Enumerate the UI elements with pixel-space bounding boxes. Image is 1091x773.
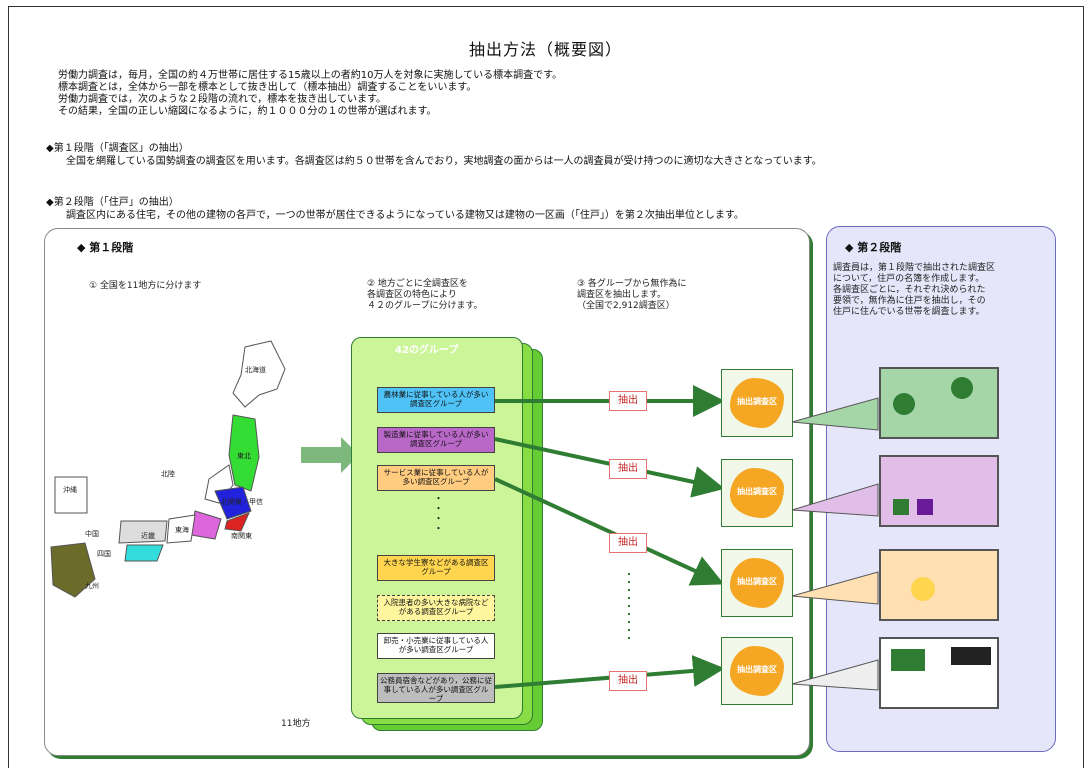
apartment-icon [891,649,925,671]
sampled-area: 抽出調査区 [721,549,793,617]
label-line: ③ 各グループから無作為に [577,279,687,289]
step2-text: 調査区内にある住宅，その他の建物の各戸で，一つの世帯が居住できるようになっている… [66,210,744,221]
flow-arrows [494,385,725,689]
text-line: 各調査区ごとに，それぞれ決められた [833,285,986,295]
sampled-area: 抽出調査区 [721,637,793,705]
sampled-area: 抽出調査区 [721,459,793,527]
intro-line: その結果，全国の正しい縮図になるように，約１０００分の１の世帯が選ばれます。 [58,106,437,117]
stage2-text: 調査員は，第１段階で抽出された調査区 について，住戸の名簿を作成します。 各調査… [833,263,1053,318]
extract-tag: 抽出 [609,459,647,479]
intro-line: 労働力調査は，毎月，全国の約４万世帯に居住する15歳以上の者約10万人を対象に実… [58,70,563,81]
extract-tag: 抽出 [609,391,647,411]
house-icon [917,499,933,515]
group-ellipsis: ・・・・ [431,493,442,533]
region-label: 東海 [175,526,189,534]
household-illustration [879,455,999,527]
region-okinawa [54,476,88,514]
step-label-groups: ② 地方ごとに全調査区を 各調査区の特色により ４２のグループに分けます。 [367,279,483,312]
step1-heading: ◆第１段階（「調査区」の抽出） [46,143,189,154]
sampled-area: 抽出調査区 [721,369,793,437]
region-label: 四国 [97,550,111,558]
region-label: 北陸 [161,470,175,478]
group-box: サービス業に従事している人が多い調査区グループ [377,465,495,491]
label-line: 調査区を抽出します。 [577,290,667,300]
group-box: 農林業に従事している人が多い調査区グループ [377,387,495,413]
text-line: について，住戸の名簿を作成します。 [833,274,985,284]
tree-icon [893,393,915,415]
region-label: 北関東・甲信 [221,498,263,506]
intro-text: 労働力調査は，毎月，全国の約４万世帯に居住する15歳以上の者約10万人を対象に実… [58,70,562,118]
step1-description: ◆第１段階（「調査区」の抽出） 全国を網羅している国勢調査の調査区を用います。各… [46,142,1036,168]
region-kyushu [50,542,96,598]
japan-map [50,340,286,598]
area-label: 抽出調査区 [737,397,777,406]
region-hokkaido [232,340,286,408]
household-illustration [879,549,999,621]
stage2-heading: ◆ 第２段階 [845,241,902,254]
intro-line: 労働力調査では，次のような２段階の流れで，標本を抜き出しています。 [58,94,386,105]
group-box: 大きな学生寮などがある調査区グループ [377,555,495,581]
region-kinki [166,514,196,544]
area-label: 抽出調査区 [737,577,777,586]
label-line: （全国で2,912調査区） [577,301,675,311]
region-chugoku [118,520,168,544]
step-label-regions: ① 全国を11地方に分けます [89,281,202,291]
tree-icon [951,377,973,399]
group-box: 入院患者の多い大きな病院などがある調査区グループ [377,595,495,621]
area-label: 抽出調査区 [737,665,777,674]
extract-tag: 抽出 [609,671,647,691]
extract-tag: 抽出 [609,533,647,553]
region-label: 北海道 [245,366,266,374]
label-line: 各調査区の特色により [367,290,457,300]
step2-heading: ◆第２段階（「住戸」の抽出） [46,197,179,208]
region-kitakanto [214,486,252,520]
text-line: 要領で，無作為に住戸を抽出し，その [833,296,986,306]
text-line: 調査員は，第１段階で抽出された調査区 [833,263,996,273]
group-box: 公務員宿舎などがあり，公務に従事している人が多い調査区グループ [377,673,495,703]
regions-count-label: 11地方 [281,719,311,729]
house-icon [893,499,909,515]
step-label-sampling: ③ 各グループから無作為に 調査区を抽出します。 （全国で2,912調査区） [577,279,686,312]
area-label: 抽出調査区 [737,487,777,496]
label-line: ４２のグループに分けます。 [367,301,483,311]
step2-description: ◆第２段階（「住戸」の抽出） 調査区内にある住宅，その他の建物の各戸で，一つの世… [46,196,1046,222]
house-icon [911,577,935,601]
household-illustration [879,367,999,439]
household-illustration [879,637,999,709]
stage1-heading: ◆ 第１段階 [77,241,134,254]
intro-line: 標本調査とは，全体から一部を標本として抜き出して（標本抽出）調査することをいいま… [58,82,477,93]
label-line: ② 地方ごとに全調査区を [367,279,468,289]
region-label: 九州 [85,582,99,590]
building-icon [951,647,991,665]
stage1-panel: ◆ 第１段階 ① 全国を11地方に分けます ② 地方ごとに全調査区を 各調査区の… [44,228,810,756]
page-title: 抽出方法（概要図） [468,40,622,59]
region-label: 近畿 [141,532,155,540]
step1-text: 全国を網羅している国勢調査の調査区を用います。各調査区は約５０世帯を含んでおり，… [66,156,822,167]
groups-title: 42のグループ [395,345,459,356]
group-box: 製造業に従事している人が多い調査区グループ [377,427,495,453]
region-label: 中国 [85,530,99,538]
region-shikoku [124,544,164,562]
region-minamikanto [224,512,250,532]
page-frame [8,6,1084,768]
text-line: 住戸に住んでいる世帯を調査します。 [833,307,985,317]
region-tohoku [228,414,260,492]
big-arrow-icon [301,437,359,473]
region-label: 沖縄 [63,486,77,494]
group-box: 卸売・小売業に従事している人が多い調査区グループ [377,633,495,659]
region-label: 東北 [237,452,251,460]
region-label: 南関東 [231,532,252,540]
